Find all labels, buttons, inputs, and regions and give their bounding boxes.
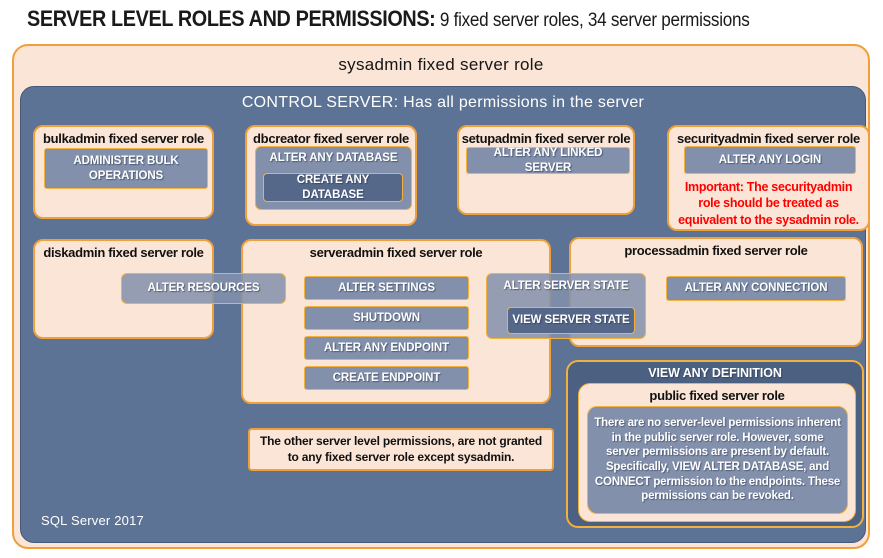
permission-view-any-definition: VIEW ANY DEFINITION public fixed server … bbox=[566, 360, 864, 528]
permission-view-any-definition-label: VIEW ANY DEFINITION bbox=[648, 366, 782, 380]
permission-view-server-state: VIEW SERVER STATE bbox=[507, 307, 635, 334]
diskadmin-role-title: diskadmin fixed server role bbox=[43, 245, 204, 260]
page-title: SERVER LEVEL ROLES AND PERMISSIONS: 9 fi… bbox=[27, 6, 750, 32]
dbcreator-role-title: dbcreator fixed server role bbox=[253, 131, 409, 146]
permission-alter-any-database: ALTER ANY DATABASE CREATE ANY DATABASE bbox=[255, 146, 412, 210]
bulkadmin-role-box: bulkadmin fixed server role ADMINISTER B… bbox=[33, 125, 214, 219]
page-title-sub: 9 fixed server roles, 34 server permissi… bbox=[435, 10, 750, 31]
permission-alter-settings: ALTER SETTINGS bbox=[304, 276, 469, 300]
permission-alter-resources: ALTER RESOURCES bbox=[121, 273, 286, 304]
securityadmin-role-title: securityadmin fixed server role bbox=[677, 131, 860, 146]
permission-alter-any-endpoint: ALTER ANY ENDPOINT bbox=[304, 336, 469, 360]
permission-alter-server-state-label: ALTER SERVER STATE bbox=[503, 280, 629, 292]
sysadmin-role-title: sysadmin fixed server role bbox=[338, 55, 544, 74]
permission-alter-server-state: ALTER SERVER STATE VIEW SERVER STATE bbox=[486, 273, 646, 339]
permission-create-endpoint: CREATE ENDPOINT bbox=[304, 366, 469, 390]
permission-alter-any-database-label: ALTER ANY DATABASE bbox=[269, 152, 398, 164]
permission-shutdown: SHUTDOWN bbox=[304, 306, 469, 330]
securityadmin-warning-text: Important: The securityadmin role should… bbox=[678, 180, 859, 227]
other-permissions-note: The other server level permissions, are … bbox=[248, 428, 554, 471]
dbcreator-role-box: dbcreator fixed server role ALTER ANY DA… bbox=[245, 125, 417, 226]
permission-alter-any-linked-server: ALTER ANY LINKED SERVER bbox=[466, 147, 630, 174]
setupadmin-role-title: setupadmin fixed server role bbox=[461, 131, 631, 146]
permission-create-any-database: CREATE ANY DATABASE bbox=[263, 173, 403, 202]
setupadmin-role-box: setupadmin fixed server role ALTER ANY L… bbox=[457, 125, 635, 215]
control-server-panel: CONTROL SERVER: Has all permissions in t… bbox=[20, 86, 870, 543]
securityadmin-role-box: securityadmin fixed server role ALTER AN… bbox=[667, 125, 870, 231]
permission-alter-any-connection: ALTER ANY CONNECTION bbox=[666, 276, 846, 301]
public-role-note: There are no server-level permissions in… bbox=[587, 406, 848, 514]
public-role-title: public fixed server role bbox=[649, 388, 785, 403]
page-title-main: SERVER LEVEL ROLES AND PERMISSIONS: bbox=[27, 6, 436, 31]
processadmin-role-title: processadmin fixed server role bbox=[624, 243, 808, 258]
serveradmin-role-title: serveradmin fixed server role bbox=[309, 245, 483, 260]
permission-administer-bulk-operations: ADMINISTER BULK OPERATIONS bbox=[44, 148, 208, 189]
public-role-box: public fixed server role There are no se… bbox=[578, 383, 856, 522]
permission-alter-any-login: ALTER ANY LOGIN bbox=[684, 146, 856, 174]
bulkadmin-role-title: bulkadmin fixed server role bbox=[43, 131, 204, 146]
control-server-title: CONTROL SERVER: Has all permissions in t… bbox=[241, 94, 645, 111]
sysadmin-role-box: sysadmin fixed server role CONTROL SERVE… bbox=[12, 44, 870, 549]
sql-server-version-label: SQL Server 2017 bbox=[41, 513, 144, 528]
